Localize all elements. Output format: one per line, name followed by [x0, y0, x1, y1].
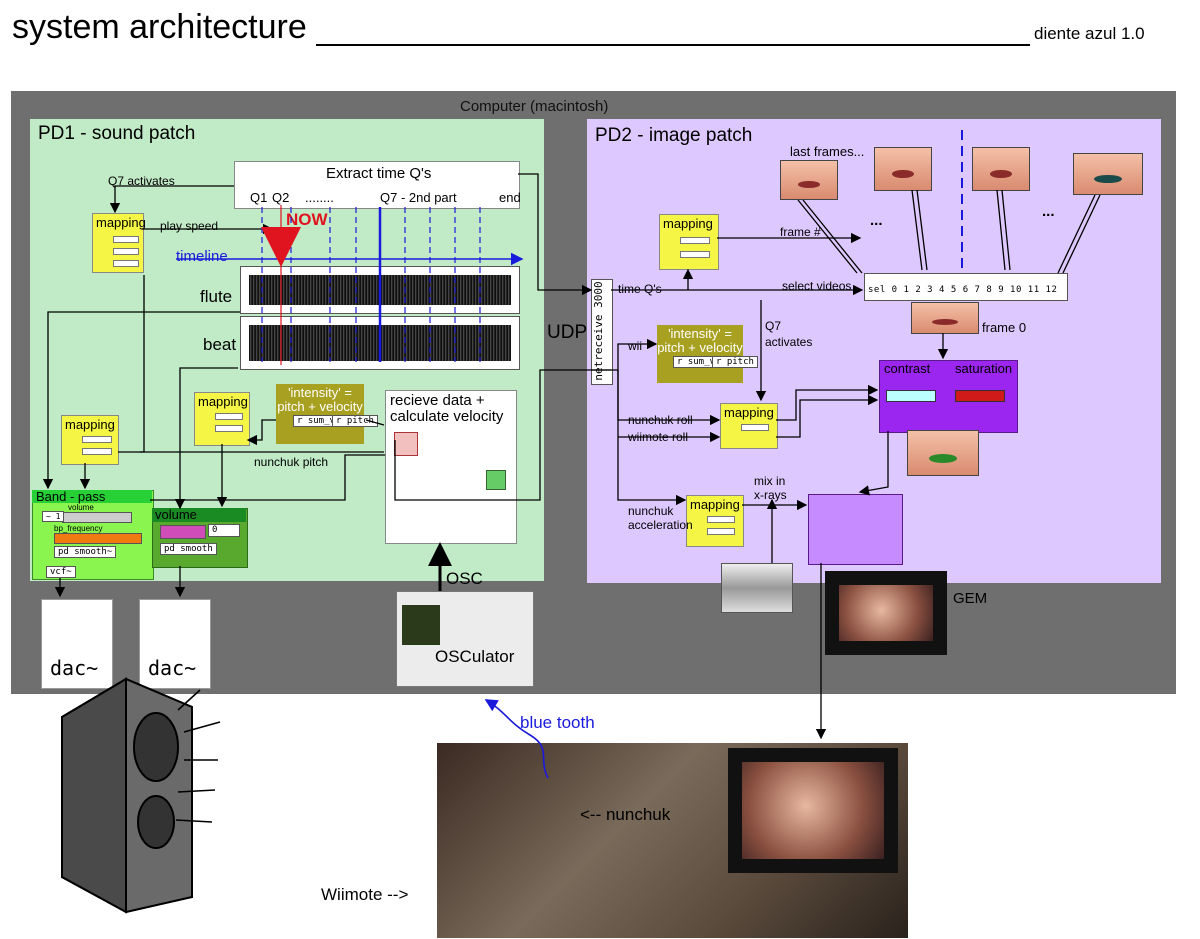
speaker-icon [60, 677, 200, 914]
gem-window [825, 571, 947, 655]
pd1-intensity-box: 'intensity' = pitch + velocity [276, 384, 364, 444]
xray-thumb [721, 563, 793, 613]
mapping-title: mapping [65, 417, 115, 432]
frame-thumb-2 [874, 147, 932, 191]
osculator-label: OSCulator [435, 647, 515, 666]
mapping-title: mapping [96, 215, 146, 230]
wii-label: wii [628, 339, 642, 353]
mapping-title: mapping [724, 405, 774, 420]
frame-thumb-3 [972, 147, 1030, 191]
title-underline [316, 44, 1030, 46]
mix-xrays-label: mix in x-rays [754, 474, 787, 502]
pd2-intensity-box: 'intensity' = pitch + velocity [657, 325, 743, 383]
bp-frequency-slider[interactable] [54, 533, 142, 544]
q7-activates-pd2: Q7 activates [765, 319, 813, 349]
pd2-mapping-roll[interactable]: mapping [720, 403, 778, 449]
bluetooth-label: blue tooth [520, 713, 595, 732]
nunchuk-joystick-icon [486, 470, 506, 490]
extract-time-label: Extract time Q's [326, 165, 432, 182]
ellipsis-1: ... [870, 212, 883, 229]
q1-label: Q1 [250, 190, 268, 205]
pd1-mapping-volume[interactable]: mapping [194, 392, 250, 446]
beat-label: beat [203, 335, 237, 354]
frame0-label: frame 0 [982, 320, 1027, 335]
mixing-xrays-box [808, 494, 903, 565]
q7-activates-label: Q7 activates [108, 174, 175, 188]
frame-thumb-4 [1073, 153, 1143, 195]
volume-pd-smooth: pd smooth [160, 543, 217, 555]
volume-title: volume [155, 507, 197, 522]
dots-label: ........ [305, 190, 334, 205]
sel-object [864, 273, 1068, 301]
saturation-label: saturation [955, 361, 1013, 376]
dac-object-2 [139, 599, 211, 689]
netreceive-box [591, 279, 613, 385]
nunchuk-label: <-- nunchuk [580, 805, 671, 824]
osc-label: OSC [446, 569, 483, 588]
receive-data-label: recieve data + calculate velocity [390, 392, 504, 425]
last-frames-label: last frames... [790, 144, 865, 159]
bp-volume-label: volume [68, 503, 94, 512]
contrast-slider[interactable] [886, 390, 936, 402]
nunchuk-pitch-label: nunchuk pitch [254, 455, 329, 469]
bp-frequency-label: bp_frequency [54, 524, 103, 533]
pd1-mapping-bandpass[interactable]: mapping [61, 415, 119, 465]
dac-object-1 [41, 599, 113, 689]
udp-label: UDP [547, 322, 588, 343]
osculator-meter [402, 605, 440, 645]
flute-label: flute [200, 287, 233, 306]
pd2-r-pitch: r pitch [712, 356, 758, 368]
dac-label-2: dac~ [148, 656, 197, 680]
pd2-title: PD2 - image patch [595, 125, 753, 146]
mapping-title: mapping [198, 394, 248, 409]
bp-pd-smooth: pd smooth~ [54, 546, 117, 558]
bp-volume-num: ~ 1 [42, 511, 65, 522]
timeline-label: timeline [176, 248, 228, 265]
photo-tv-screen [728, 748, 898, 873]
pd1-r-pitch: r pitch [332, 415, 378, 427]
nunchuk-accel-label: nunchuk acceleration [628, 504, 693, 532]
frame-num-label: frame # [780, 225, 821, 239]
mapping-title: mapping [663, 216, 713, 231]
q7-2nd-label: Q7 - 2nd part [380, 190, 457, 205]
now-label: NOW [286, 210, 328, 229]
saturation-slider[interactable] [955, 390, 1005, 402]
extract-time-box [234, 161, 520, 209]
intensity-text: 'intensity' = pitch + velocity [277, 385, 363, 414]
sel-label: sel 0 1 2 3 4 5 6 7 8 9 10 11 12 [868, 285, 1058, 295]
page-title: system architecture [12, 8, 307, 46]
pd1-title: PD1 - sound patch [38, 123, 196, 144]
bandpass-title: Band - pass [36, 489, 106, 504]
gem-label: GEM [953, 590, 988, 607]
q2-label: Q2 [272, 190, 290, 205]
wiimote-label: Wiimote --> [321, 885, 409, 904]
mapping-title: mapping [690, 497, 740, 512]
version-label: diente azul 1.0 [1034, 24, 1145, 43]
dac-label-1: dac~ [50, 656, 99, 680]
time-qs-label: time Q's [618, 282, 662, 296]
pd2-mapping-frame[interactable]: mapping [659, 214, 719, 270]
frame0-thumb [911, 302, 979, 334]
processed-face-thumb [907, 430, 979, 476]
end-label: end [499, 190, 521, 205]
pd2-mapping-accel[interactable]: mapping [686, 495, 744, 547]
ellipsis-2: ... [1042, 203, 1055, 220]
frame-thumb-1 [780, 160, 838, 200]
vcf-object: vcf~ [46, 566, 76, 578]
volume-num: 0 [208, 524, 240, 537]
contrast-label: contrast [884, 361, 931, 376]
volume-slider[interactable] [160, 525, 206, 539]
intensity-text: 'intensity' = pitch + velocity [657, 326, 743, 355]
computer-label: Computer (macintosh) [460, 98, 609, 115]
pd1-mapping-speed[interactable]: mapping [92, 213, 146, 273]
